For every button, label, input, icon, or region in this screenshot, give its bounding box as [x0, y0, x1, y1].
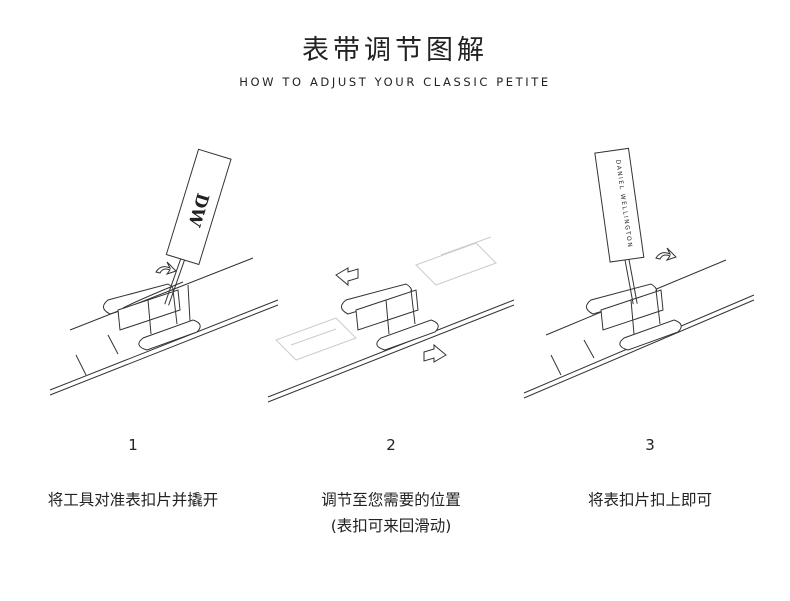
lift-arrow-icon: [156, 262, 176, 274]
page-subtitle: HOW TO ADJUST YOUR CLASSIC PETITE: [239, 75, 551, 89]
slide-left-arrow-icon: [336, 268, 358, 285]
step-1-illustration: DW: [38, 140, 288, 420]
step-2-caption-line: (表扣可来回滑动): [330, 517, 452, 535]
strap-edge-bottom: [50, 305, 278, 395]
tool-body: [595, 148, 644, 262]
step-3-number: 3: [645, 436, 655, 454]
step-1-caption: 将工具对准表扣片并撬开: [8, 487, 258, 513]
step-2-number: 2: [386, 436, 396, 454]
step-2-caption-line: 调节至您需要的位置: [321, 491, 461, 509]
step-3-illustration: DANIEL WELLINGTON: [506, 140, 756, 420]
page-title: 表带调节图解: [302, 35, 488, 66]
step-2-caption: 调节至您需要的位置 (表扣可来回滑动): [266, 487, 516, 539]
step-1-caption-line: 将工具对准表扣片并撬开: [47, 491, 219, 509]
step-3-caption: 将表扣片扣上即可: [525, 487, 775, 513]
step-1-number: 1: [128, 436, 138, 454]
strap-edge-top: [70, 258, 253, 330]
press-arrow-icon: [656, 248, 676, 260]
slide-right-arrow-icon: [424, 345, 446, 362]
step-2-illustration: [266, 140, 516, 420]
step-3-caption-line: 将表扣片扣上即可: [587, 491, 712, 509]
tool-body: [166, 149, 231, 264]
